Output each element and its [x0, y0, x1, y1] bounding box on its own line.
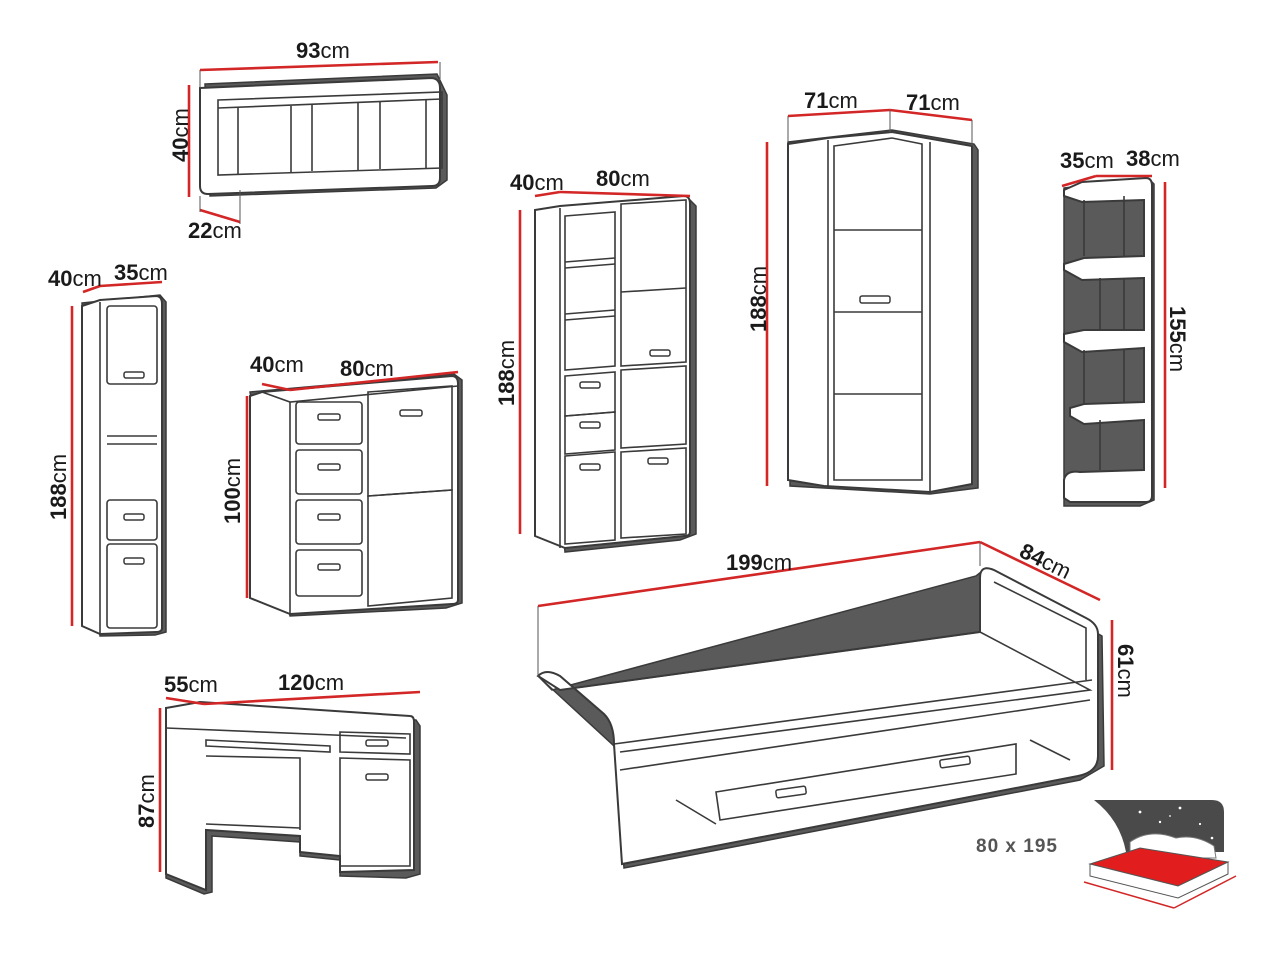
desk-width: 120	[278, 670, 315, 695]
svg-text:40cm: 40cm	[168, 108, 193, 162]
svg-text:188cm: 188cm	[494, 340, 519, 406]
svg-text:80cm: 80cm	[596, 166, 650, 191]
wardrobe-side-b: 71	[906, 90, 930, 115]
narrow-cabinet-depth: 40	[48, 266, 72, 291]
chest-width: 80	[340, 356, 364, 381]
svg-text:84cm: 84cm	[1016, 538, 1075, 584]
wall-shelf: 93cm 40cm 22cm	[168, 38, 448, 243]
corner-wardrobe: 71cm 71cm 188cm	[746, 88, 979, 495]
tall-cabinet-depth: 40	[510, 170, 534, 195]
tall-cabinet-height: 188	[494, 369, 519, 406]
corner-shelf-depth: 35	[1060, 148, 1084, 173]
svg-text:155cm: 155cm	[1165, 306, 1190, 372]
wall-shelf-height: 40	[168, 138, 193, 162]
svg-text:87cm: 87cm	[134, 774, 159, 828]
desk-depth: 55	[164, 672, 188, 697]
svg-text:93cm: 93cm	[296, 38, 350, 63]
chest-height: 100	[220, 487, 245, 524]
svg-text:120cm: 120cm	[278, 670, 344, 695]
svg-text:61cm: 61cm	[1113, 644, 1138, 698]
corner-shelf: 35cm 38cm 155cm	[1060, 146, 1190, 507]
svg-text:40cm: 40cm	[250, 352, 304, 377]
bed-with-night-sky-icon	[1083, 800, 1237, 909]
tall-narrow-cabinet: 40cm 35cm 188cm	[46, 260, 168, 637]
wall-shelf-depth: 22	[188, 218, 212, 243]
svg-text:35cm: 35cm	[1060, 148, 1114, 173]
wardrobe-height: 188	[746, 295, 771, 332]
svg-text:188cm: 188cm	[746, 266, 771, 332]
desk-height: 87	[134, 804, 159, 828]
svg-text:199cm: 199cm	[726, 550, 792, 575]
narrow-cabinet-width: 35	[114, 260, 138, 285]
chest-of-drawers: 40cm 80cm 100cm	[220, 352, 463, 617]
svg-text:71cm: 71cm	[906, 90, 960, 115]
chest-depth: 40	[250, 352, 274, 377]
corner-shelf-width: 38	[1126, 146, 1150, 171]
wall-shelf-width: 93	[296, 38, 320, 63]
svg-text:100cm: 100cm	[220, 458, 245, 524]
narrow-cabinet-height: 188	[46, 483, 71, 520]
tall-cabinet-width: 80	[596, 166, 620, 191]
bed-height: 61	[1113, 644, 1138, 668]
wardrobe-side-a: 71	[804, 88, 828, 113]
bed: 199cm 84cm 61cm	[536, 538, 1138, 869]
tall-cabinet: 40cm 80cm 188cm	[494, 166, 697, 553]
svg-text:80cm: 80cm	[340, 356, 394, 381]
svg-text:188cm: 188cm	[46, 454, 71, 520]
svg-text:55cm: 55cm	[164, 672, 218, 697]
svg-text:22cm: 22cm	[188, 218, 242, 243]
svg-text:40cm: 40cm	[48, 266, 102, 291]
corner-shelf-height: 155	[1165, 306, 1190, 343]
svg-text:38cm: 38cm	[1126, 146, 1180, 171]
mattress-size-label: 80 x 195	[976, 836, 1058, 857]
svg-text:35cm: 35cm	[114, 260, 168, 285]
svg-text:40cm: 40cm	[510, 170, 564, 195]
desk: 55cm 120cm 87cm	[134, 670, 421, 895]
bed-length: 199	[726, 550, 763, 575]
svg-text:71cm: 71cm	[804, 88, 858, 113]
